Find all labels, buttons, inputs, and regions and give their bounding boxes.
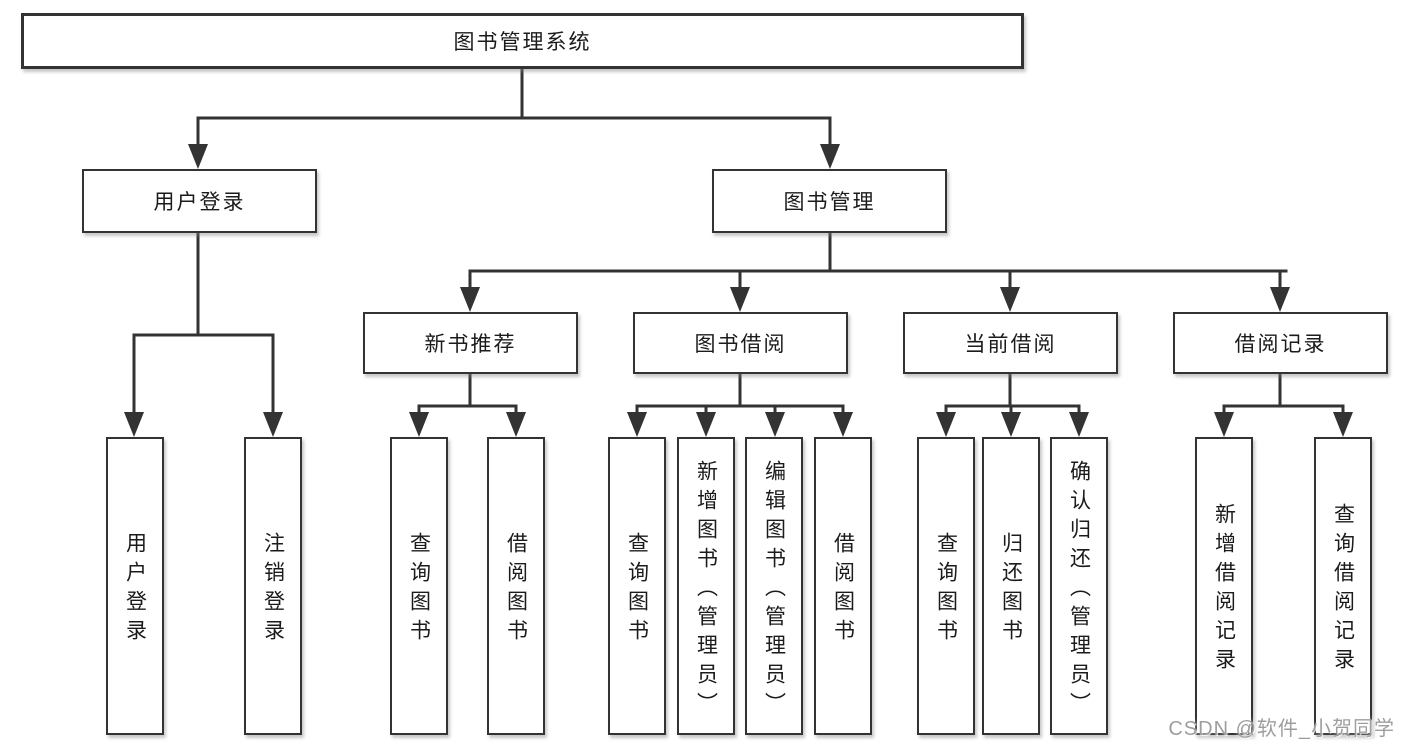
leaf-user-login: 用户登录: [106, 437, 164, 735]
leaf-borrow-books: 借阅图书: [814, 437, 872, 735]
csdn-watermark: CSDN @软件_小贺同学: [1168, 718, 1395, 740]
leaf-query-books-borrow: 查询图书: [608, 437, 666, 735]
leaf-edit-book-admin: 编辑图书（管理员）: [745, 437, 803, 735]
leaf-return-books: 归还图书: [982, 437, 1040, 735]
leaf-add-book-admin: 新增图书（管理员）: [677, 437, 735, 735]
leaf-logout: 注销登录: [244, 437, 302, 735]
node-user-login: 用户登录: [82, 169, 317, 233]
node-root-system: 图书管理系统: [21, 13, 1024, 69]
node-current-borrow: 当前借阅: [903, 312, 1118, 374]
node-new-book-recommend: 新书推荐: [363, 312, 578, 374]
leaf-confirm-return-admin: 确认归还（管理员）: [1050, 437, 1108, 735]
leaf-query-books-recommend: 查询图书: [390, 437, 448, 735]
node-book-management: 图书管理: [712, 169, 947, 233]
leaf-add-borrow-record: 新增借阅记录: [1195, 437, 1253, 735]
leaf-query-borrow-record: 查询借阅记录: [1314, 437, 1372, 735]
node-borrow-records: 借阅记录: [1173, 312, 1388, 374]
node-book-borrow: 图书借阅: [633, 312, 848, 374]
leaf-query-books-current: 查询图书: [917, 437, 975, 735]
leaf-borrow-books-recommend: 借阅图书: [487, 437, 545, 735]
